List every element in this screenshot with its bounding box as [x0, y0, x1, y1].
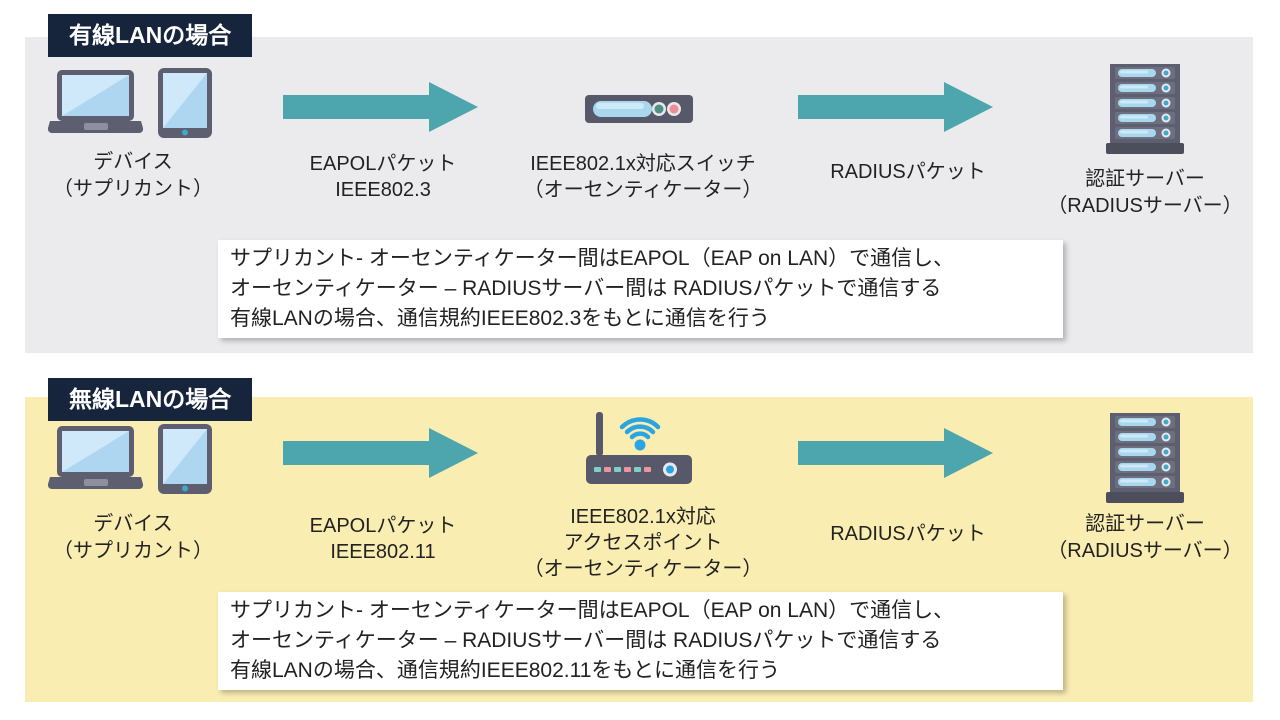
- eapol-packet-label-line1: EAPOLパケット: [309, 153, 457, 175]
- eapol-packet-label-line2: IEEE802.3: [335, 179, 431, 201]
- device-label-line2: （サプリカント）: [53, 540, 213, 562]
- access-point-label-line3: （オーセンティケーター）: [523, 558, 763, 580]
- switch-label-line2: （オーセンティケーター）: [523, 179, 763, 201]
- server-icon: [1106, 64, 1184, 154]
- eapol-packet-label-line2: IEEE802.11: [330, 541, 436, 563]
- radius-packet-label: RADIUSパケット: [830, 523, 986, 545]
- device-label: デバイス （サプリカント）: [33, 149, 233, 203]
- laptop-icon: [48, 70, 143, 133]
- access-point-label-line1: IEEE802.1x対応: [570, 506, 716, 528]
- device-label-line1: デバイス: [93, 513, 173, 535]
- server-icon: [1106, 413, 1184, 503]
- eapol-packet-label: EAPOLパケット IEEE802.11: [283, 513, 483, 565]
- access-point-label: IEEE802.1x対応 アクセスポイント （オーセンティケーター）: [503, 504, 783, 582]
- note-line: サプリカント- オーセンティケーター間はEAPOL（EAP on LAN）で通信…: [230, 599, 955, 622]
- tablet-icon: [158, 68, 212, 138]
- wireless-lan-note-box: サプリカント- オーセンティケーター間はEAPOL（EAP on LAN）で通信…: [218, 592, 1063, 690]
- laptop-icon: [48, 426, 143, 489]
- device-label: デバイス （サプリカント）: [33, 511, 233, 565]
- auth-server-label-line2: （RADIUSサーバー）: [1047, 540, 1243, 562]
- wifi-icon: [619, 417, 661, 440]
- note-line: サプリカント- オーセンティケーター間はEAPOL（EAP on LAN）で通信…: [230, 247, 955, 270]
- radius-packet-label: RADIUSパケット: [830, 161, 986, 183]
- auth-server-label: 認証サーバー （RADIUSサーバー）: [1045, 511, 1245, 565]
- auth-server-label-line1: 認証サーバー: [1085, 513, 1205, 535]
- auth-server-label-line2: （RADIUSサーバー）: [1047, 195, 1243, 217]
- device-label-line2: （サプリカント）: [53, 178, 213, 200]
- access-point-icon: [586, 412, 692, 484]
- tablet-icon: [158, 424, 212, 494]
- note-line: 有線LANの場合、通信規約IEEE802.11をもとに通信を行う: [230, 659, 780, 682]
- switch-label: IEEE802.1x対応スイッチ （オーセンティケーター）: [503, 151, 783, 203]
- eapol-packet-label: EAPOLパケット IEEE802.3: [283, 151, 483, 203]
- wired-lan-section-title: 有線LANの場合: [48, 14, 253, 57]
- arrow-right-icon: [798, 82, 993, 132]
- network-switch-icon: [585, 95, 693, 123]
- eapol-packet-label-line1: EAPOLパケット: [309, 515, 457, 537]
- note-line: オーセンティケーター – RADIUSサーバー間は RADIUSパケットで通信す…: [230, 277, 942, 300]
- wireless-lan-section-title: 無線LANの場合: [48, 378, 253, 421]
- arrow-right-icon: [283, 82, 478, 132]
- switch-label-line1: IEEE802.1x対応スイッチ: [530, 153, 756, 175]
- auth-server-label: 認証サーバー （RADIUSサーバー）: [1045, 166, 1245, 220]
- access-point-label-line2: アクセスポイント: [563, 532, 723, 554]
- arrow-right-icon: [283, 428, 478, 478]
- arrow-right-icon: [798, 428, 993, 478]
- note-line: オーセンティケーター – RADIUSサーバー間は RADIUSパケットで通信す…: [230, 629, 942, 652]
- auth-server-label-line1: 認証サーバー: [1085, 168, 1205, 190]
- device-label-line1: デバイス: [93, 151, 173, 173]
- note-line: 有線LANの場合、通信規約IEEE802.3をもとに通信を行う: [230, 307, 770, 330]
- wired-lan-note-box: サプリカント- オーセンティケーター間はEAPOL（EAP on LAN）で通信…: [218, 240, 1063, 338]
